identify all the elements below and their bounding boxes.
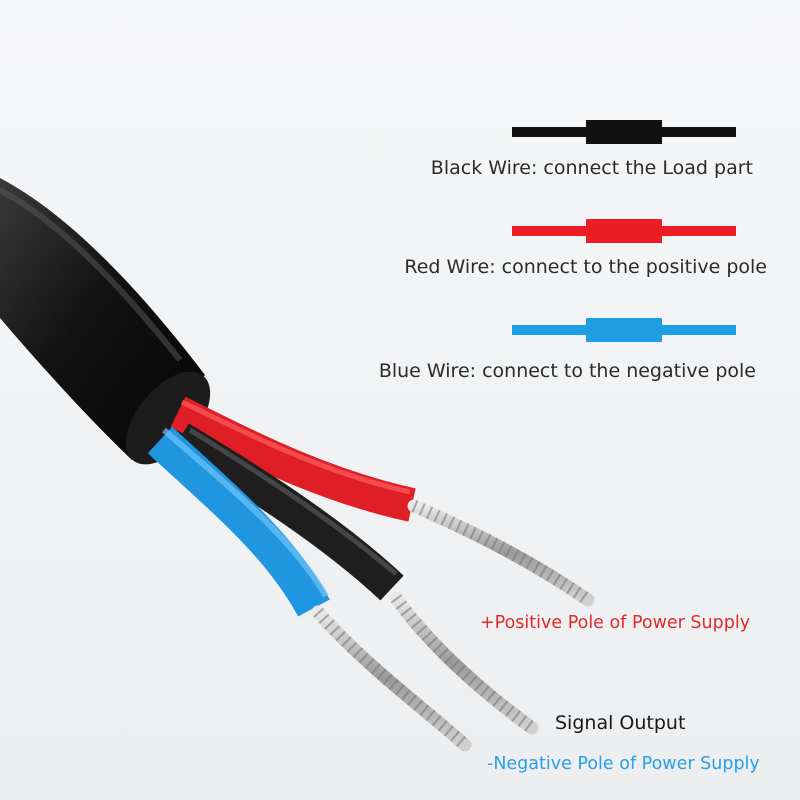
black-wire <box>171 423 404 601</box>
legend-label-red: Red Wire: connect to the positive pole <box>404 256 767 278</box>
blue-wire <box>147 426 330 617</box>
legend-swatch-blue <box>512 318 736 342</box>
black-wire-strand <box>389 591 539 735</box>
red-wire <box>170 396 416 522</box>
cable-jacket <box>0 178 205 460</box>
cable-jacket-opening <box>125 371 211 465</box>
legend-label-blue: Blue Wire: connect to the negative pole <box>378 360 756 382</box>
swatch-thick <box>586 120 662 144</box>
legend-label-black: Black Wire: connect the Load part <box>430 157 753 179</box>
negative-pole-callout: -Negative Pole of Power Supply <box>487 754 760 774</box>
legend-swatch-black <box>512 120 736 144</box>
positive-pole-callout: +Positive Pole of Power Supply <box>480 613 751 633</box>
swatch-thick <box>586 219 662 243</box>
red-wire-strand <box>407 499 595 607</box>
swatch-thick <box>586 318 662 342</box>
legend-swatch-red <box>512 219 736 243</box>
signal-output-callout: Signal Output <box>555 712 686 734</box>
